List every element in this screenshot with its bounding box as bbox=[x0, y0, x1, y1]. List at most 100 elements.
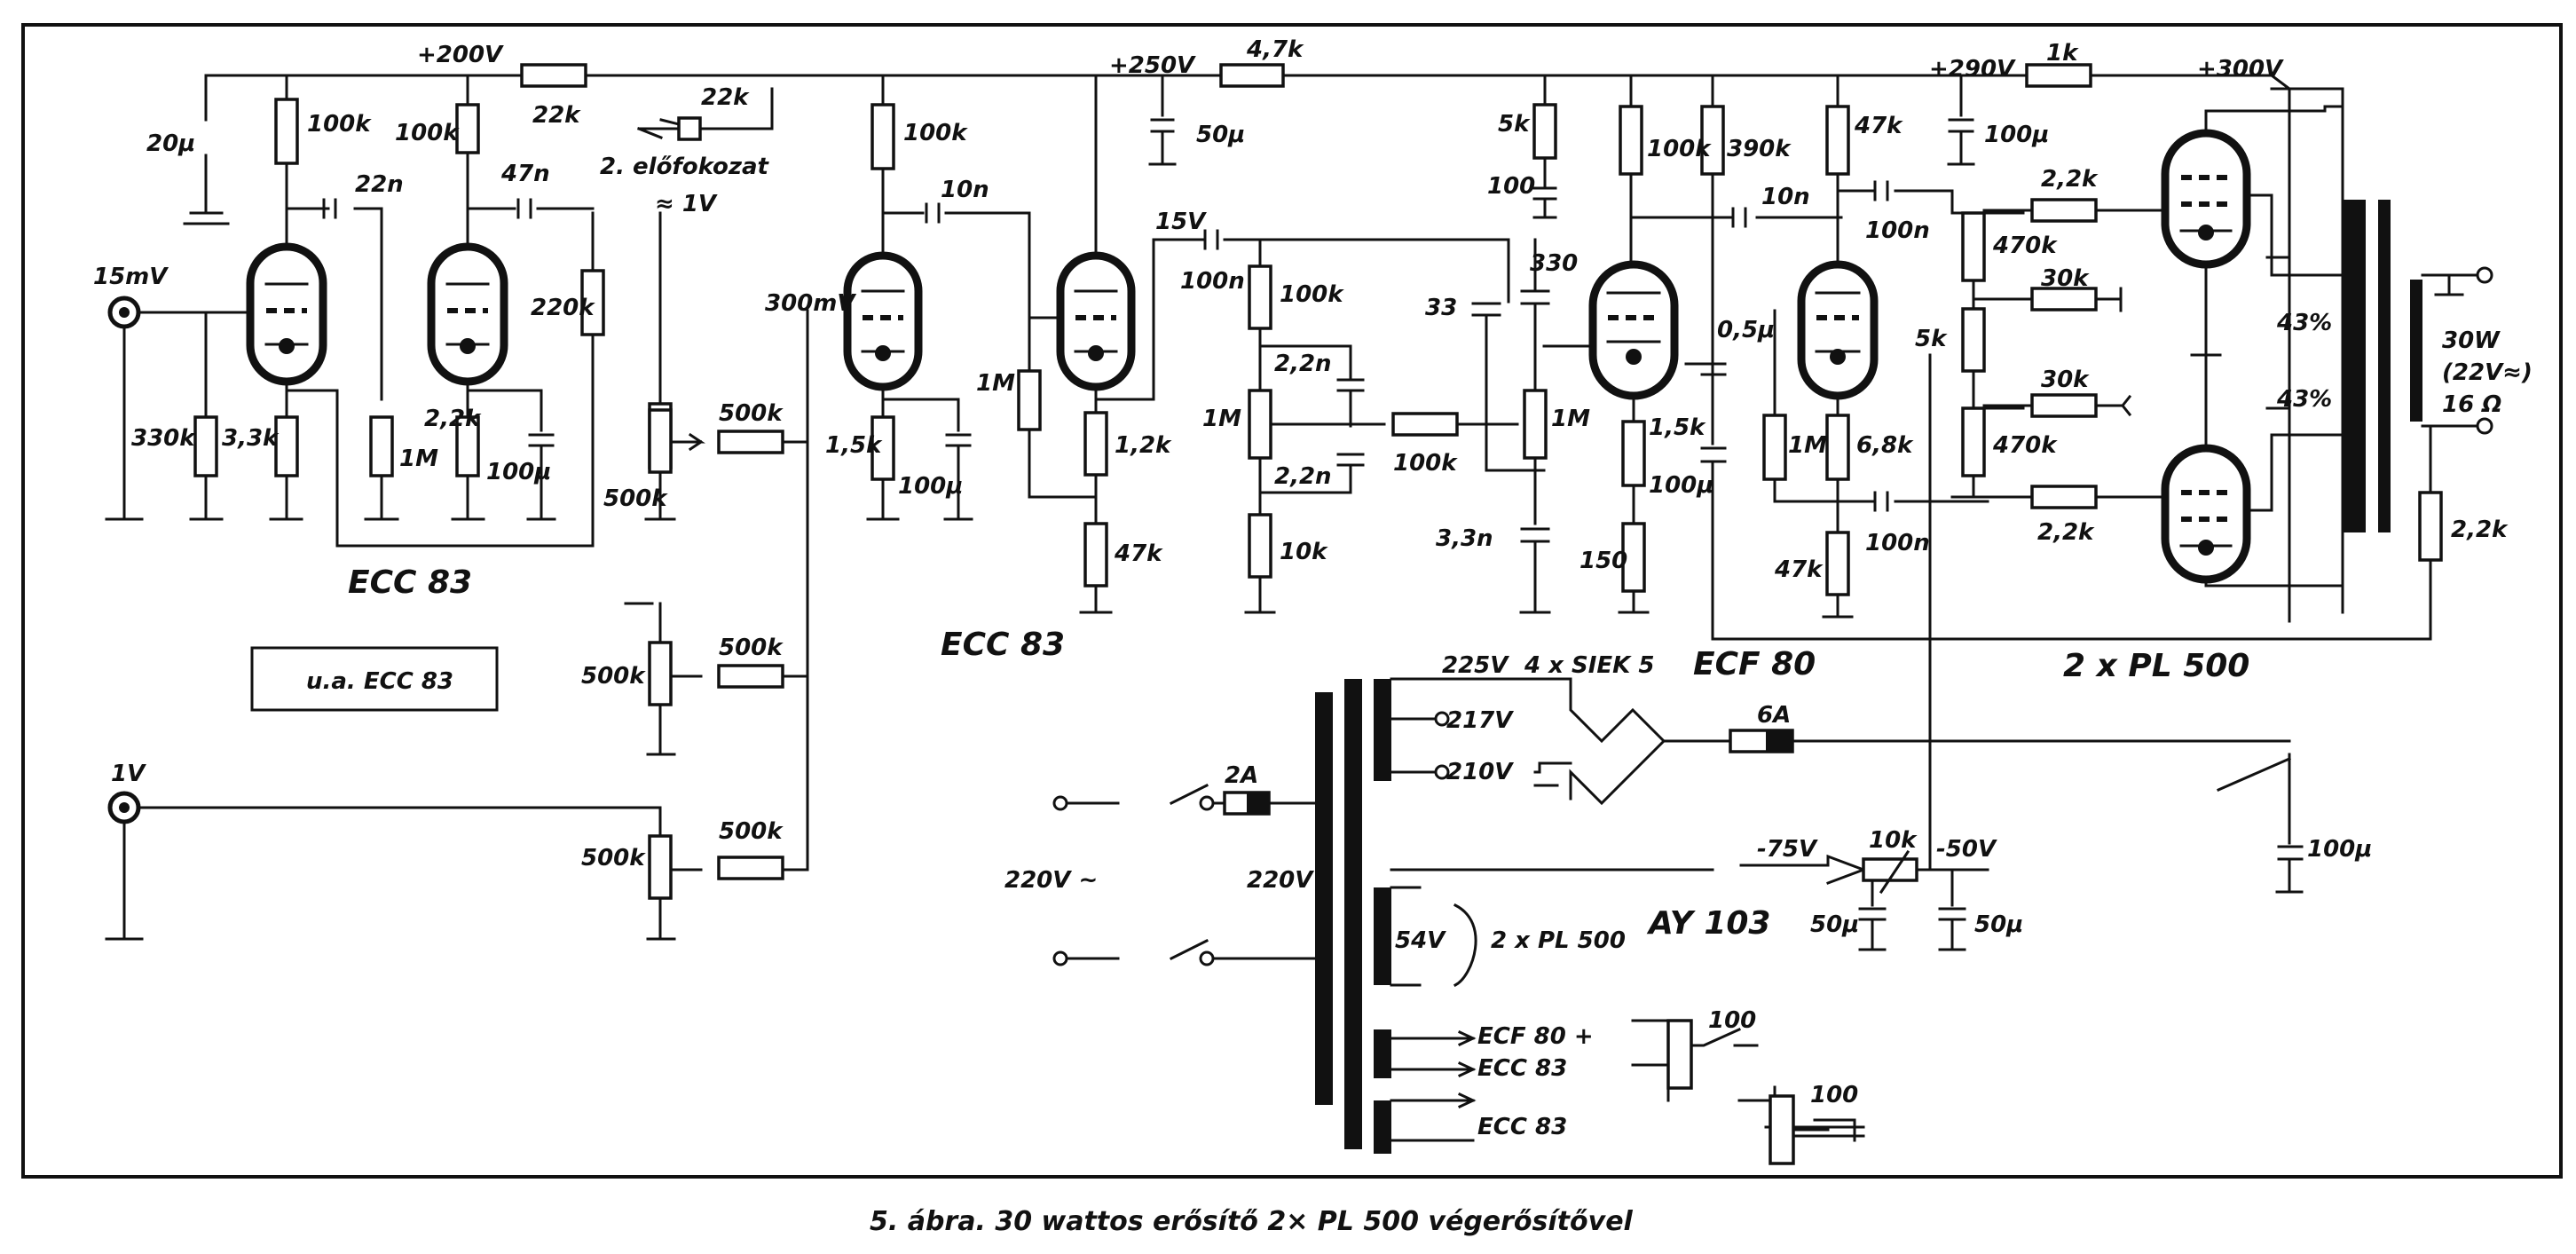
fuse-main: 2A bbox=[1225, 762, 1258, 789]
c-20u: 20μ bbox=[146, 130, 195, 157]
tone-network bbox=[1244, 238, 1551, 614]
c-330: 330 bbox=[1530, 250, 1578, 277]
r-500k-f: 500k bbox=[719, 818, 784, 845]
r-390k: 390k bbox=[1727, 136, 1792, 162]
r-30k-a: 30k bbox=[2041, 265, 2090, 292]
r-1m-a: 1M bbox=[399, 446, 438, 472]
r-4k7: 4,7k bbox=[1246, 36, 1304, 63]
input1-level: 15mV bbox=[93, 264, 169, 290]
c-2n2-a: 2,2n bbox=[1274, 351, 1332, 377]
c-50u-c: 50μ bbox=[1974, 911, 2023, 938]
r-6k8: 6,8k bbox=[1856, 432, 1914, 459]
r-100k-e: 100k bbox=[1647, 136, 1712, 162]
preamp-level: ≈ 1V bbox=[655, 191, 718, 217]
r-5k: 5k bbox=[1498, 111, 1531, 138]
r-1k5-b: 1,5k bbox=[1649, 414, 1706, 441]
supply-rail bbox=[204, 74, 2344, 623]
r-1k2: 1,2k bbox=[1115, 432, 1172, 459]
c-22n: 22n bbox=[355, 171, 404, 198]
r-1m-d: 1M bbox=[1551, 406, 1590, 432]
r-22k-pre: 22k bbox=[701, 84, 750, 111]
power-supply bbox=[1052, 677, 2304, 1165]
c-50u-b: 50μ bbox=[1810, 911, 1859, 938]
heater-ecc-b: ECC 83 bbox=[1477, 1114, 1567, 1140]
neg75-label: -75V bbox=[1757, 836, 1818, 863]
c-47n: 47n bbox=[500, 161, 550, 187]
r-100: 100 bbox=[1487, 173, 1535, 200]
c-100u-a: 100μ bbox=[486, 459, 551, 485]
rectifier-label: 4 x SIEK 5 bbox=[1524, 652, 1654, 679]
r-100k-d: 100k bbox=[1280, 281, 1344, 308]
bias-network bbox=[1928, 189, 2167, 871]
r-10k-a: 10k bbox=[1280, 539, 1328, 565]
tap-225: 225V bbox=[1442, 652, 1509, 679]
r-100-b: 100 bbox=[1810, 1082, 1858, 1108]
r-500k-a: 500k bbox=[603, 485, 668, 512]
heater-ecf: ECF 80 + bbox=[1477, 1023, 1594, 1050]
r-2k2-b: 2,2k bbox=[2041, 166, 2099, 193]
fuse-ht: 6A bbox=[1757, 702, 1791, 729]
r-330k: 330k bbox=[131, 425, 196, 452]
diode-label: AY 103 bbox=[1646, 905, 1770, 942]
r-470k-a: 470k bbox=[1992, 233, 2058, 259]
c-100u-e: 100μ bbox=[2307, 836, 2372, 863]
out-impedance: 16 Ω bbox=[2442, 391, 2501, 418]
r-100k-c: 100k bbox=[903, 120, 968, 146]
tap-210: 210V bbox=[1446, 759, 1514, 785]
tube-stage1-label: ECC 83 bbox=[348, 564, 472, 601]
r-100k-b: 100k bbox=[395, 120, 460, 146]
tap-217: 217V bbox=[1446, 707, 1514, 734]
tube-stage2-label: ECC 83 bbox=[941, 627, 1065, 663]
neg50-label: -50V bbox=[1936, 836, 1997, 863]
r-150: 150 bbox=[1579, 548, 1627, 574]
pl500-output bbox=[2161, 105, 2344, 588]
r-30k-b: 30k bbox=[2041, 367, 2090, 393]
rail-resistors bbox=[520, 63, 2092, 88]
input2-level: 1V bbox=[111, 761, 146, 787]
r-500k-e: 500k bbox=[581, 845, 646, 871]
ecc83-stage2 bbox=[843, 74, 1262, 614]
r-1k5-a: 1,5k bbox=[825, 432, 883, 459]
r-1m-e: 1M bbox=[1788, 432, 1827, 459]
input-jack-2 bbox=[107, 791, 141, 824]
r-2k2-d: 2,2k bbox=[2451, 517, 2509, 543]
r-47k-a: 47k bbox=[1114, 540, 1163, 567]
c-100u-d: 100μ bbox=[1984, 122, 2049, 148]
heater-54: 54V bbox=[1395, 927, 1446, 954]
mid-level: 300mV bbox=[765, 290, 856, 317]
r-100k-a: 100k bbox=[307, 111, 372, 138]
rail-250-label: +250V bbox=[1109, 52, 1196, 79]
pct-bottom: 43% bbox=[2276, 386, 2332, 413]
c-100n-b: 100n bbox=[1865, 217, 1930, 244]
output-transformer bbox=[1711, 105, 2493, 641]
tube-driver-label: ECF 80 bbox=[1693, 646, 1816, 682]
stage2-level: 15V bbox=[1155, 209, 1207, 235]
r-100k-f: 100k bbox=[1393, 450, 1458, 477]
c-33: 33 bbox=[1425, 295, 1457, 321]
c-10n-a: 10n bbox=[941, 177, 989, 203]
heater-ecc-a: ECC 83 bbox=[1477, 1055, 1567, 1082]
r-500k-b: 500k bbox=[719, 400, 784, 427]
r-47k-b: 47k bbox=[1854, 113, 1903, 139]
c-50u-a: 50μ bbox=[1196, 122, 1245, 148]
r-500k-c: 500k bbox=[581, 663, 646, 690]
r-1k: 1k bbox=[2046, 40, 2079, 67]
r-1m-b: 1M bbox=[976, 370, 1015, 397]
c-100u-b: 100μ bbox=[898, 473, 963, 500]
tube-output-label: 2 x PL 500 bbox=[2063, 648, 2249, 684]
labels: +200V +250V +290V +300V ECC 83 ECC 83 EC… bbox=[93, 36, 2533, 1140]
note-box-label: u.a. ECC 83 bbox=[306, 668, 453, 695]
pct-top: 43% bbox=[2276, 310, 2332, 336]
mains-label: 220V ~ bbox=[1004, 867, 1098, 894]
heater-pl: 2 x PL 500 bbox=[1491, 927, 1626, 954]
mixer-section bbox=[105, 309, 809, 941]
r-22k-top: 22k bbox=[532, 102, 581, 129]
ecf80-driver bbox=[1532, 74, 1989, 641]
c-0u5: 0,5μ bbox=[1717, 317, 1775, 343]
out-power: 30W bbox=[2442, 327, 2501, 354]
r-5k-pot: 5k bbox=[1915, 326, 1948, 352]
rail-300-label: +300V bbox=[2197, 56, 2284, 83]
r-470k-b: 470k bbox=[1992, 432, 2058, 459]
r-2k2-a: 2,2k bbox=[424, 406, 482, 432]
